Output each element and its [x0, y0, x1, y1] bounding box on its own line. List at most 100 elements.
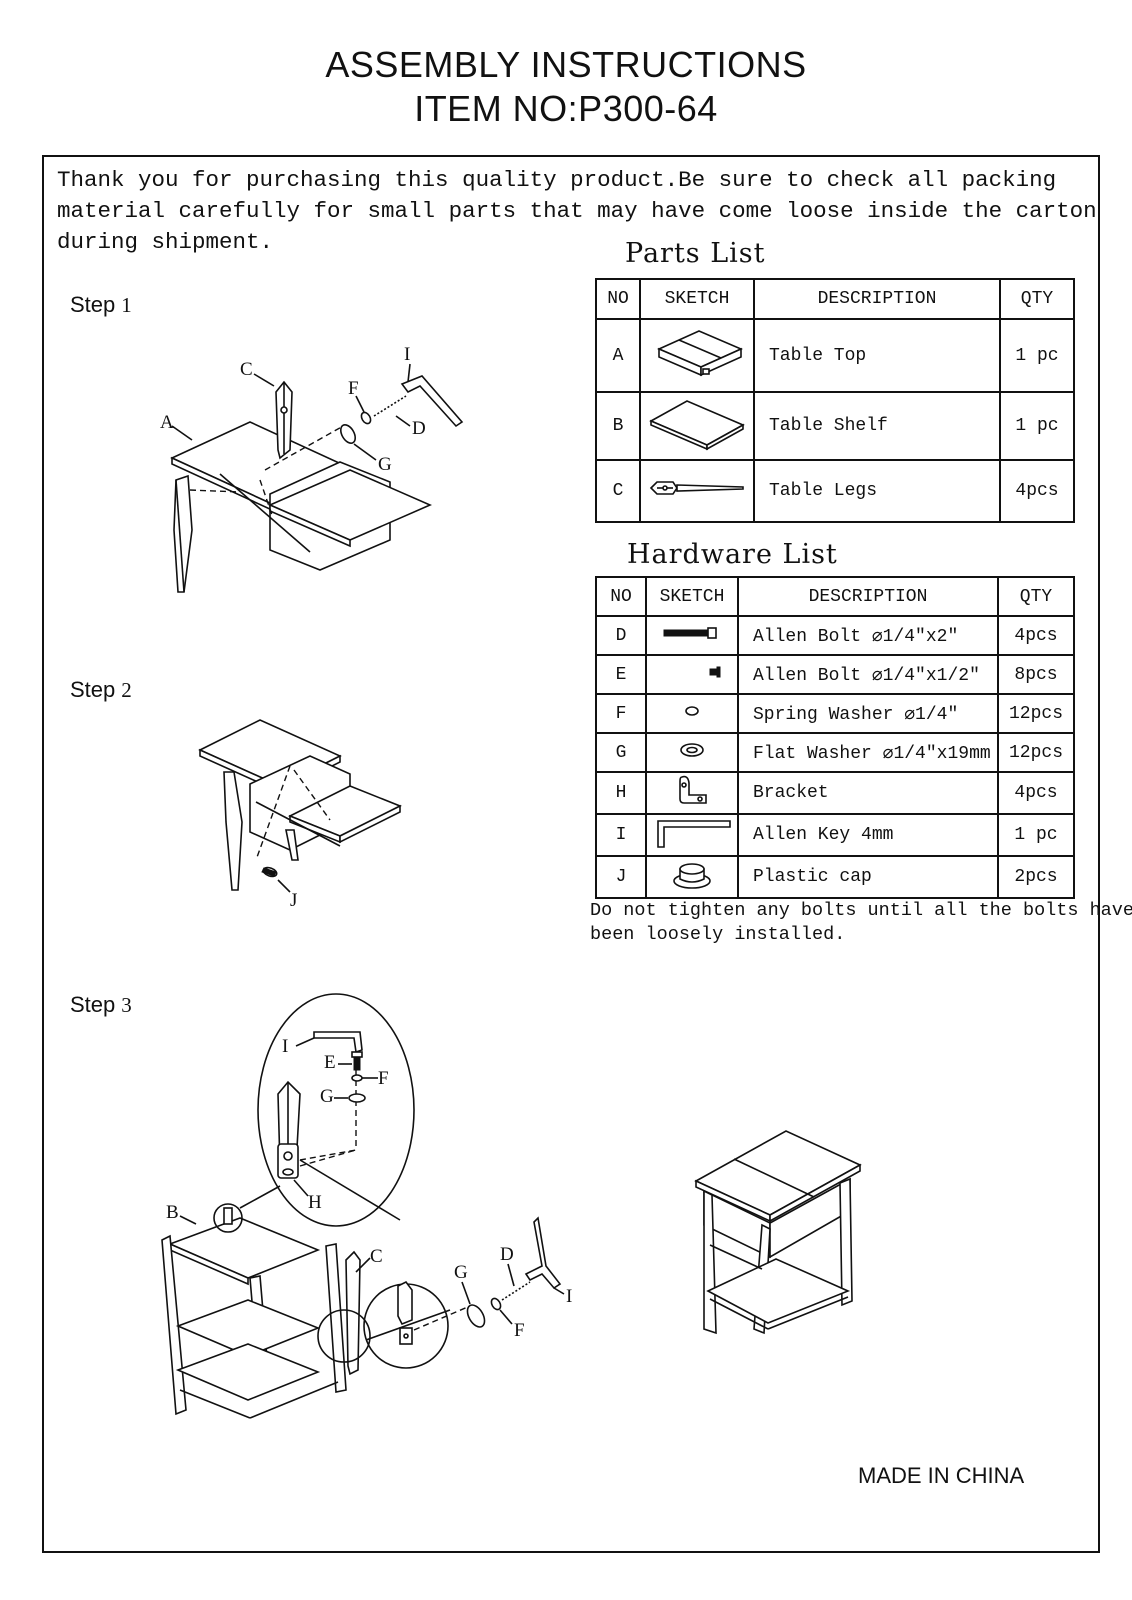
callout-g: G	[378, 454, 392, 475]
item-number: ITEM NO:P300-64	[414, 88, 718, 129]
allen-key-icon	[645, 813, 739, 857]
hw-description: Plastic cap	[737, 855, 999, 899]
table-row: J Plastic cap 2pcs	[595, 855, 1075, 899]
parts-list-table: NO SKETCH DESCRIPTION QTY A Table Top 1 …	[595, 278, 1075, 523]
hw-description: Bracket	[737, 771, 999, 815]
hw-no: I	[595, 813, 647, 857]
tightening-note: Do not tighten any bolts until all the b…	[590, 900, 1132, 945]
table-row: G Flat Washer ⌀1/4″x19mm 12pcs	[595, 732, 1075, 773]
callout-i-detail: I	[282, 1036, 288, 1057]
step-3-diagram: I E F G H B C G D I F	[161, 993, 572, 1419]
col-no: NO	[595, 278, 641, 320]
part-no: C	[595, 459, 641, 523]
callout-c: C	[370, 1246, 383, 1267]
table-row: A Table Top 1 pc	[595, 318, 1075, 393]
hw-qty: 4pcs	[997, 771, 1075, 815]
bracket-icon	[645, 771, 739, 815]
callout-i: I	[566, 1286, 572, 1307]
col-description: DESCRIPTION	[737, 576, 999, 617]
hw-qty: 12pcs	[997, 693, 1075, 734]
step-number: 2	[121, 678, 132, 702]
hw-no: H	[595, 771, 647, 815]
hw-no: D	[595, 615, 647, 656]
callout-c: C	[240, 359, 253, 380]
doc-title: ASSEMBLY INSTRUCTIONS	[325, 44, 807, 85]
callout-j: J	[290, 890, 297, 911]
callout-g-detail: G	[320, 1086, 334, 1107]
table-row: H Bracket 4pcs	[595, 771, 1075, 815]
table-shelf-icon	[639, 391, 755, 461]
hw-description: Flat Washer ⌀1/4″x19mm	[737, 732, 999, 773]
callout-f: F	[348, 378, 359, 399]
assembled-table-illustration	[694, 1130, 862, 1335]
intro-text: Thank you for purchasing this quality pr…	[57, 167, 1097, 255]
plastic-cap-icon	[645, 855, 739, 899]
step-number: 1	[121, 293, 132, 317]
table-row: D Allen Bolt ⌀1/4″x2″ 4pcs	[595, 615, 1075, 656]
hardware-list-title: Hardware List	[627, 539, 838, 570]
callout-d: D	[500, 1244, 514, 1265]
table-row: E Allen Bolt ⌀1/4″x1/2″ 8pcs	[595, 654, 1075, 695]
step-word: Step	[70, 992, 116, 1017]
callout-labels: I E F G H B C G D I F	[166, 1036, 572, 1341]
table-row: F Spring Washer ⌀1/4″ 12pcs	[595, 693, 1075, 734]
col-qty: QTY	[997, 576, 1075, 617]
col-description: DESCRIPTION	[753, 278, 1001, 320]
hw-description: Allen Bolt ⌀1/4″x1/2″	[737, 654, 999, 695]
hw-qty: 8pcs	[997, 654, 1075, 695]
hardware-list-table: NO SKETCH DESCRIPTION QTY D Allen Bolt ⌀…	[595, 576, 1075, 899]
callout-f: F	[514, 1320, 525, 1341]
hw-qty: 2pcs	[997, 855, 1075, 899]
callout-e: E	[324, 1052, 336, 1073]
hw-description: Allen Key 4mm	[737, 813, 999, 857]
callout-d: D	[412, 418, 426, 439]
part-qty: 1 pc	[999, 318, 1075, 393]
callout-b: B	[166, 1202, 179, 1223]
col-sketch: SKETCH	[645, 576, 739, 617]
part-qty: 1 pc	[999, 391, 1075, 461]
hw-no: F	[595, 693, 647, 734]
short-bolt-icon	[645, 654, 739, 695]
col-no: NO	[595, 576, 647, 617]
callout-f-detail: F	[378, 1068, 389, 1089]
hw-qty: 12pcs	[997, 732, 1075, 773]
part-description: Table Top	[753, 318, 1001, 393]
flat-washer-icon	[645, 732, 739, 773]
step-word: Step	[70, 677, 116, 702]
hw-no: G	[595, 732, 647, 773]
hw-description: Spring Washer ⌀1/4″	[737, 693, 999, 734]
parts-list-title: Parts List	[625, 238, 766, 269]
hw-qty: 1 pc	[997, 813, 1075, 857]
hw-no: E	[595, 654, 647, 695]
table-row: C Table Legs 4pcs	[595, 459, 1075, 523]
callout-g: G	[454, 1262, 468, 1283]
part-no: B	[595, 391, 641, 461]
step-word: Step	[70, 292, 116, 317]
callout-labels: A C F I D G	[160, 344, 426, 475]
hardware-header-row: NO SKETCH DESCRIPTION QTY	[595, 576, 1075, 617]
col-qty: QTY	[999, 278, 1075, 320]
table-row: B Table Shelf 1 pc	[595, 391, 1075, 461]
step-1-diagram: A C F I D G	[160, 344, 464, 593]
table-leg-icon	[639, 459, 755, 523]
hw-qty: 4pcs	[997, 615, 1075, 656]
spring-washer-icon	[645, 693, 739, 734]
callout-i: I	[404, 344, 410, 365]
part-description: Table Legs	[753, 459, 1001, 523]
part-qty: 4pcs	[999, 459, 1075, 523]
part-description: Table Shelf	[753, 391, 1001, 461]
callout-a: A	[160, 412, 174, 433]
hw-no: J	[595, 855, 647, 899]
parts-header-row: NO SKETCH DESCRIPTION QTY	[595, 278, 1075, 320]
step-number: 3	[121, 993, 132, 1017]
col-sketch: SKETCH	[639, 278, 755, 320]
table-top-icon	[639, 318, 755, 393]
hw-description: Allen Bolt ⌀1/4″x2″	[737, 615, 999, 656]
callout-h: H	[308, 1192, 322, 1213]
content-frame	[42, 155, 1100, 1553]
table-row: I Allen Key 4mm 1 pc	[595, 813, 1075, 857]
part-no: A	[595, 318, 641, 393]
